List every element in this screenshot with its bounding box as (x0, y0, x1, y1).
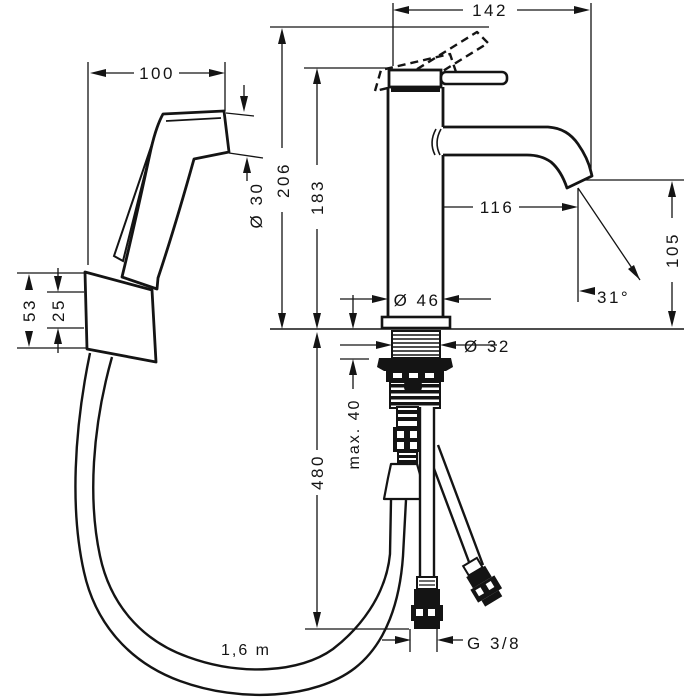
faucet-spout (443, 125, 594, 190)
supply-pipe-vertical (411, 407, 443, 629)
angled-hose-connector (461, 556, 503, 607)
dim-label-hose-length: 1,6 m (221, 642, 271, 659)
mounting-hardware (377, 330, 453, 501)
dim-label-53: 53 (20, 298, 39, 322)
pipe-connector-nut (411, 605, 443, 621)
hand-sprayer (112, 109, 231, 291)
cartridge-cap (387, 68, 443, 89)
dim-label-480: 480 (308, 454, 327, 490)
dimension-labels: 142 100 206 183 Ø 30 116 105 31° Ø 46 Ø … (20, 1, 682, 659)
dim-label-25: 25 (49, 298, 68, 322)
sprayer-head-lip (165, 117, 222, 122)
dim-label-183: 183 (308, 179, 327, 215)
dim-label-116: 116 (480, 198, 515, 217)
seal-washer (377, 358, 453, 371)
sprayer-hose (74, 352, 408, 697)
sprayer-clip (112, 140, 154, 263)
dim-label-dia46: Ø 46 (394, 291, 441, 310)
pipe-connector-body (414, 589, 440, 605)
spout-root-curves (431, 128, 442, 156)
sprayer-body (120, 109, 231, 291)
dim-label-142: 142 (472, 1, 508, 20)
dim-label-31deg: 31° (597, 288, 630, 307)
dim-label-g38: G 3/8 (467, 634, 521, 653)
dim-label-max40: max. 40 (346, 399, 363, 470)
base-flange (380, 315, 452, 330)
sprayer-holder (83, 270, 158, 364)
dim-label-dia30: Ø 30 (247, 182, 266, 229)
lever-pin-handle (439, 70, 509, 86)
cap-base-ring (391, 87, 440, 92)
pipe-collar (416, 576, 438, 590)
dim-label-105: 105 (663, 232, 682, 268)
faucet-body (380, 68, 594, 330)
dimension-lines (17, 3, 684, 652)
dim-label-dia32: Ø 32 (464, 337, 511, 356)
dim-label-100: 100 (139, 64, 175, 83)
dim-label-206: 206 (274, 162, 293, 198)
